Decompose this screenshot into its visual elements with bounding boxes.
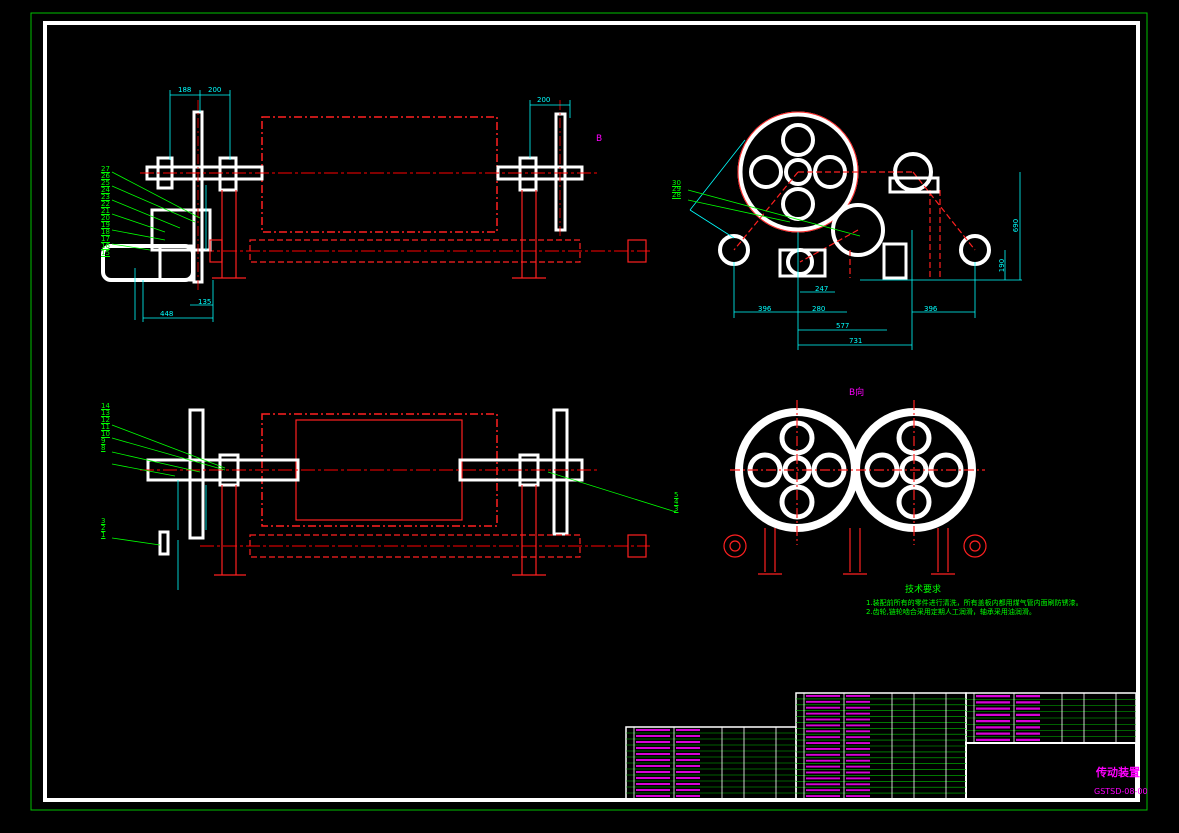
tech-req-note-1: 1.装配前所有的零件进行清洗，所有盖板内都用煤气管内面刷防锈漆。 bbox=[866, 599, 1083, 607]
balloon-11: 11 bbox=[101, 423, 110, 431]
balloon-28: 28 bbox=[672, 191, 681, 199]
balloon-25: 25 bbox=[101, 179, 110, 187]
tech-req-title: 技术要求 bbox=[905, 585, 942, 595]
dim-200a: 200 bbox=[208, 86, 222, 94]
side-view bbox=[687, 111, 1022, 350]
balloon-29: 29 bbox=[672, 185, 681, 193]
bearing-upper-side bbox=[893, 152, 933, 192]
balloon-22: 22 bbox=[101, 200, 110, 208]
balloon-13: 13 bbox=[101, 409, 110, 417]
balloon-5: 5 bbox=[674, 491, 679, 499]
balloon-14: 14 bbox=[101, 402, 110, 410]
dim-396a: 396 bbox=[758, 305, 772, 313]
balloon-20: 20 bbox=[101, 214, 110, 222]
dim-690: 690 bbox=[1012, 218, 1021, 233]
balloon-30: 30 bbox=[672, 179, 681, 187]
balloon-1: 1 bbox=[101, 531, 106, 539]
right-sprocket-top bbox=[554, 112, 567, 232]
right-bearing-top bbox=[518, 156, 538, 192]
balloon-3: 3 bbox=[674, 505, 679, 513]
dim-247: 247 bbox=[815, 285, 829, 293]
dim-188: 188 bbox=[178, 86, 192, 94]
view-b-marker: B bbox=[596, 134, 603, 144]
balloon-16: 16 bbox=[101, 242, 110, 250]
dim-396b: 396 bbox=[924, 305, 938, 313]
gear-side bbox=[831, 203, 885, 257]
b-view bbox=[723, 400, 987, 575]
bom-tables bbox=[625, 692, 1137, 800]
balloon-9: 9 bbox=[101, 437, 106, 445]
balloon-18: 18 bbox=[101, 228, 110, 236]
balloon-12: 12 bbox=[101, 416, 110, 424]
left-bearing-top bbox=[218, 156, 238, 192]
roller-outline-top bbox=[261, 116, 498, 233]
balloon-23: 23 bbox=[101, 193, 110, 201]
plan-view bbox=[111, 408, 677, 590]
balloon-19: 19 bbox=[101, 221, 110, 229]
view-b-title: B向 bbox=[849, 388, 865, 398]
drawing-number: GSTSD-08-00 bbox=[1094, 787, 1148, 796]
balloon-21: 21 bbox=[101, 207, 110, 215]
outer-sheet-border bbox=[30, 12, 1148, 811]
title-block bbox=[965, 742, 1137, 800]
balloon-24: 24 bbox=[101, 186, 110, 194]
balloon-4: 4 bbox=[674, 498, 679, 506]
title-block-name: 传动装置 bbox=[1096, 766, 1140, 779]
right-wheel-plan bbox=[552, 408, 569, 536]
dim-280: 280 bbox=[812, 305, 826, 313]
balloon-2: 2 bbox=[101, 524, 106, 532]
front-view bbox=[101, 90, 650, 322]
dim-190: 190 bbox=[998, 258, 1007, 273]
dim-448: 448 bbox=[160, 310, 174, 318]
tech-req-note-2: 2.齿轮,链轮啮合采用定期人工润滑，轴承采用油润滑。 bbox=[866, 608, 1036, 616]
balloon-26: 26 bbox=[101, 172, 110, 180]
left-wheel-plan bbox=[188, 408, 205, 540]
dim-200b: 200 bbox=[537, 96, 551, 104]
gearbox-top bbox=[150, 208, 212, 252]
balloon-27: 27 bbox=[101, 165, 110, 173]
balloon-10: 10 bbox=[101, 430, 110, 438]
inner-drawing-frame bbox=[43, 21, 1140, 802]
dim-577: 577 bbox=[836, 322, 850, 330]
dim-731: 731 bbox=[849, 337, 863, 345]
dim-135: 135 bbox=[198, 298, 212, 306]
balloon-8: 8 bbox=[101, 444, 106, 452]
balloon-3: 3 bbox=[101, 517, 106, 525]
balloon-17: 17 bbox=[101, 235, 110, 243]
balloon-15: 15 bbox=[101, 249, 110, 257]
